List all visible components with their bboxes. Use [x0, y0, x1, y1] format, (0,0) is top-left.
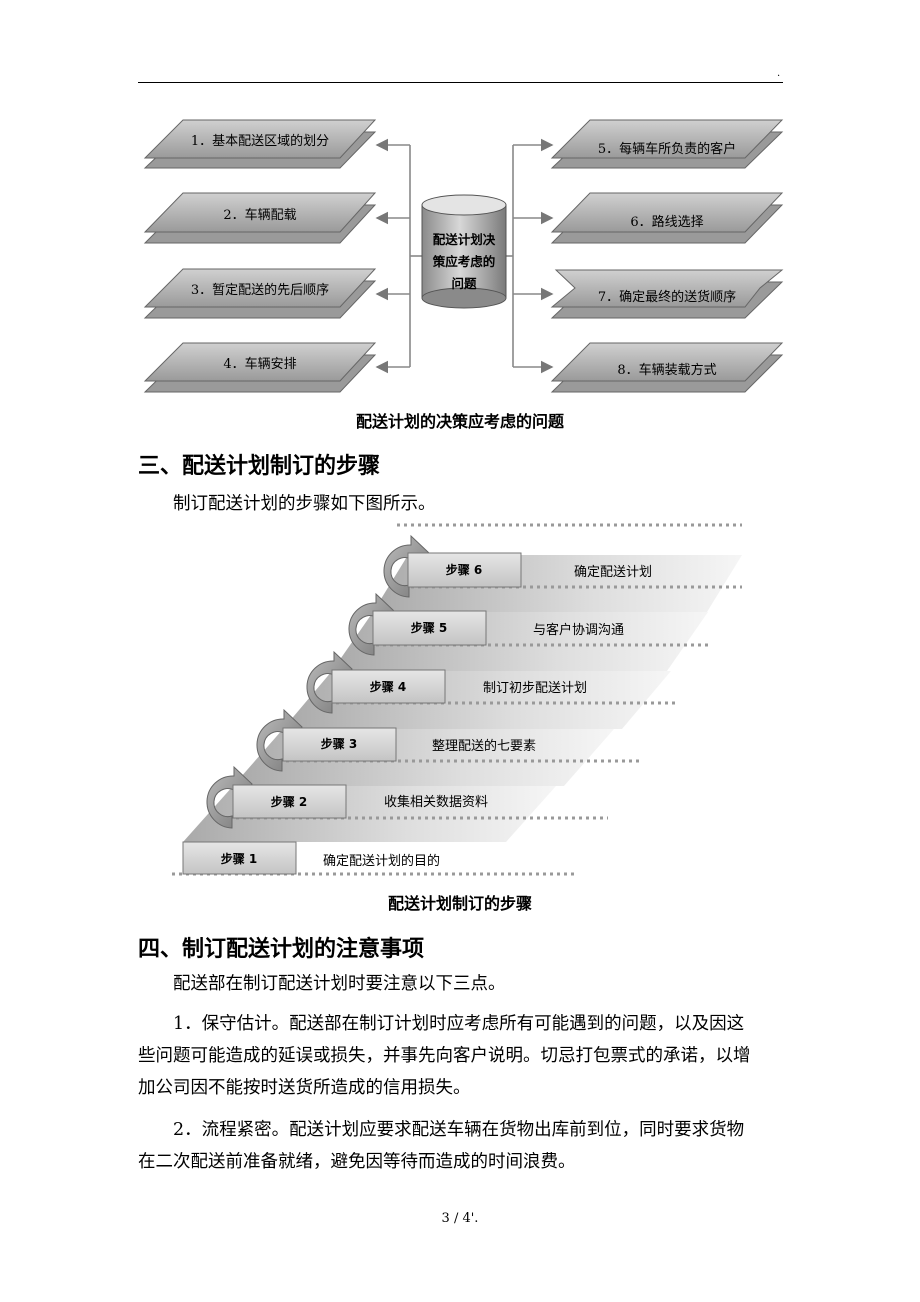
connector-lines — [375, 138, 554, 374]
factor-box-8: 8．车辆装载方式 — [550, 342, 784, 393]
step-label-6: 步骤 6 — [446, 562, 483, 577]
factor-label-5: 5．每辆车所负责的客户 — [598, 141, 736, 157]
paragraph-1: 1．保守估计。配送部在制订计划时应考虑所有可能遇到的问题，以及因这 些问题可能造… — [138, 1008, 788, 1104]
center-text-line-2: 策应考虑的 — [433, 254, 496, 269]
factor-box-5: 5．每辆车所负责的客户 — [550, 119, 784, 169]
center-text-line-3: 问题 — [451, 276, 477, 291]
factor-box-4: 4．车辆安排 — [143, 342, 377, 393]
steps-staircase-diagram: 步骤 1 确定配送计划的目的 步骤 2 收集相关数据资料 步骤 3 整理配送的七… — [172, 523, 742, 876]
step-desc-1: 确定配送计划的目的 — [323, 853, 440, 869]
header-rule — [138, 82, 783, 83]
step-desc-4: 制订初步配送计划 — [483, 681, 587, 696]
page-number: 3 / 4'. — [441, 1211, 479, 1226]
step-label-2: 步骤 2 — [271, 794, 308, 809]
paragraph-2: 2．流程紧密。配送计划应要求配送车辆在货物出库前到位，同时要求货物 在二次配送前… — [138, 1114, 788, 1178]
factor-box-1: 1．基本配送区域的划分 — [143, 119, 377, 169]
curved-arrow-icon-1 — [206, 765, 253, 829]
left-factor-boxes: 1．基本配送区域的划分 2．车辆配载 3．暂定配送的先后顺序 4．车辆安排 — [143, 119, 377, 393]
decision-factors-diagram: 1．基本配送区域的划分 2．车辆配载 3．暂定配送的先后顺序 4．车辆安排 配送… — [143, 119, 784, 393]
paragraph-2-line-2: 在二次配送前准备就绪，避免因等待而造成的时间浪费。 — [138, 1152, 576, 1172]
factor-label-8: 8．车辆装载方式 — [617, 362, 716, 378]
section3-intro: 制订配送计划的步骤如下图所示。 — [173, 494, 436, 514]
section3-heading: 三、配送计划制订的步骤 — [138, 454, 381, 479]
factor-label-7: 7．确定最终的送货顺序 — [598, 289, 736, 305]
step-desc-3: 整理配送的七要素 — [432, 738, 536, 754]
paragraph-2-line-1: 2．流程紧密。配送计划应要求配送车辆在货物出库前到位，同时要求货物 — [173, 1120, 745, 1140]
step-desc-6: 确定配送计划 — [574, 565, 652, 580]
paragraph-1-line-3: 加公司因不能按时送货所造成的信用损失。 — [138, 1078, 471, 1098]
step-6: 步骤 6 确定配送计划 — [407, 552, 652, 588]
step-desc-2: 收集相关数据资料 — [384, 794, 488, 810]
curved-arrow-icon-2 — [256, 708, 303, 772]
factor-box-7: 7．确定最终的送货顺序 — [550, 269, 784, 319]
curved-arrow-icon-4 — [348, 592, 395, 656]
step-boxes: 步骤 1 确定配送计划的目的 步骤 2 收集相关数据资料 步骤 3 整理配送的七… — [182, 552, 652, 875]
header-mark: . — [777, 68, 781, 79]
step-5: 步骤 5 与客户协调沟通 — [372, 610, 624, 646]
center-cylinder: 配送计划决 策应考虑的 问题 — [421, 194, 507, 309]
step-3: 步骤 3 整理配送的七要素 — [282, 727, 536, 762]
step-label-5: 步骤 5 — [411, 620, 448, 635]
step-label-4: 步骤 4 — [370, 679, 407, 694]
factor-label-1: 1．基本配送区域的划分 — [191, 133, 329, 149]
factor-label-6: 6．路线选择 — [630, 214, 703, 230]
factor-label-2: 2．车辆配载 — [223, 207, 296, 223]
paragraph-1-line-2: 些问题可能造成的延误或损失，并事先向客户说明。切忌打包票式的承诺，以增 — [138, 1046, 751, 1066]
paragraph-1-line-1: 1．保守估计。配送部在制订计划时应考虑所有可能遇到的问题，以及因这 — [173, 1014, 745, 1034]
step-1: 步骤 1 确定配送计划的目的 — [182, 841, 440, 875]
factor-box-3: 3．暂定配送的先后顺序 — [143, 268, 377, 319]
step-4: 步骤 4 制订初步配送计划 — [331, 669, 587, 704]
step-label-1: 步骤 1 — [221, 851, 258, 866]
right-factor-boxes: 5．每辆车所负责的客户 6．路线选择 7．确定最终的送货顺序 8．车辆装载方式 — [550, 119, 784, 393]
center-text-line-1: 配送计划决 — [433, 232, 496, 247]
factor-box-2: 2．车辆配载 — [143, 192, 377, 244]
curved-arrow-icon-3 — [306, 650, 353, 714]
factor-box-6: 6．路线选择 — [550, 192, 784, 244]
progress-arrows — [206, 534, 430, 829]
section4-intro: 配送部在制订配送计划时要注意以下三点。 — [173, 974, 506, 994]
curved-arrow-icon-5 — [383, 534, 430, 598]
factor-label-3: 3．暂定配送的先后顺序 — [191, 282, 329, 298]
figure2-caption: 配送计划制订的步骤 — [387, 894, 532, 913]
section4-heading: 四、制订配送计划的注意事项 — [138, 937, 425, 962]
step-label-3: 步骤 3 — [321, 736, 358, 751]
figure1-caption: 配送计划的决策应考虑的问题 — [355, 412, 564, 431]
step-desc-5: 与客户协调沟通 — [533, 622, 624, 638]
factor-label-4: 4．车辆安排 — [223, 356, 296, 372]
step-2: 步骤 2 收集相关数据资料 — [232, 784, 488, 819]
